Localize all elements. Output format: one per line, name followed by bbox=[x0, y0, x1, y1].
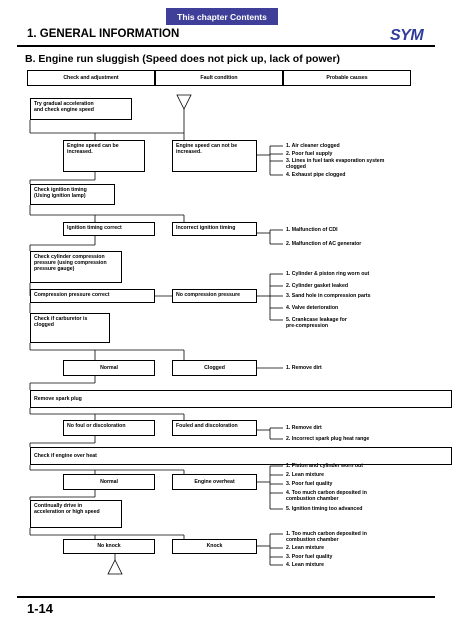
cause-item: 2. Lean mixture bbox=[286, 472, 325, 478]
remove-spark-plug-step: Remove spark plug bbox=[30, 390, 452, 408]
header-rule bbox=[17, 45, 435, 47]
cause-item: 3. Lines in fuel tank evaporation system… bbox=[286, 158, 385, 171]
cause-item: 4. Exhaust pipe clogged bbox=[286, 172, 346, 178]
cause-item: 1. Air cleaner clogged bbox=[286, 143, 340, 149]
cause-item: 2. Malfunction of AC generator bbox=[286, 241, 362, 247]
cause-item: 3. Sand hole in compression parts bbox=[286, 293, 371, 299]
ignition-incorrect-box: Incorrect ignition timing bbox=[172, 222, 257, 236]
normal-box-1: Normal bbox=[63, 360, 155, 376]
check-ignition-step: Check ignition timing (Using ignition la… bbox=[30, 184, 115, 205]
knock-box: Knock bbox=[172, 539, 257, 554]
compression-correct-box: Compression pressure correct bbox=[30, 289, 155, 303]
no-knock-box: No knock bbox=[63, 539, 155, 554]
cause-item: 3. Poor fuel quality bbox=[286, 554, 333, 560]
no-compression-box: No compression pressure bbox=[172, 289, 257, 303]
clogged-box: Clogged bbox=[172, 360, 257, 376]
cause-item: 2. Incorrect spark plug heat range bbox=[286, 436, 370, 442]
check-carburetor-step: Check if carburetor is clogged bbox=[30, 313, 110, 343]
column-check: Check and adjustment bbox=[27, 70, 155, 86]
normal-box-2: Normal bbox=[63, 474, 155, 490]
ignition-correct-box: Ignition timing correct bbox=[63, 222, 155, 236]
cause-item: 1. Cylinder & piston ring worn out bbox=[286, 271, 370, 277]
cause-item: 4. Lean mixture bbox=[286, 562, 325, 568]
check-compression-step: Check cylinder compression pressure (usi… bbox=[30, 251, 122, 283]
cause-item: 1. Remove dirt bbox=[286, 425, 322, 431]
cause-item: 1. Too much carbon deposited in combusti… bbox=[286, 531, 367, 544]
cause-item: 3. Poor fuel quality bbox=[286, 481, 333, 487]
fouled-box: Fouled and discoloration bbox=[172, 420, 257, 436]
continual-drive-step: Continually drive in acceleration or hig… bbox=[30, 500, 122, 528]
chapter-contents-link[interactable]: This chapter Contents bbox=[166, 8, 278, 25]
check-engine-heat-step: Check if engine over heat bbox=[30, 447, 452, 465]
chapter-title: 1. GENERAL INFORMATION bbox=[27, 28, 180, 40]
engine-overheat-box: Engine overheat bbox=[172, 474, 257, 490]
column-causes: Probable causes bbox=[283, 70, 411, 86]
page-number: 1-14 bbox=[27, 601, 54, 616]
section-title: B. Engine run sluggish (Speed does not p… bbox=[25, 53, 341, 65]
cause-item: 2. Poor fuel supply bbox=[286, 151, 333, 157]
column-fault: Fault condition bbox=[155, 70, 283, 86]
no-foul-box: No foul or discoloration bbox=[63, 420, 155, 436]
try-acceleration-step: Try gradual acceleration and check engin… bbox=[30, 98, 132, 120]
speed-not-increased-box: Engine speed can not be increased. bbox=[172, 140, 257, 172]
cause-item: 2. Lean mixture bbox=[286, 545, 325, 551]
speed-increased-box: Engine speed can be increased. bbox=[63, 140, 145, 172]
sym-logo: SYM bbox=[390, 27, 424, 44]
cause-item: 1. Piston and cylinder worn out bbox=[286, 463, 363, 469]
cause-item: 4. Too much carbon deposited in combusti… bbox=[286, 490, 367, 503]
cause-item: 4. Valve deterioration bbox=[286, 305, 339, 311]
footer-rule bbox=[17, 596, 435, 598]
cause-item: 1. Malfunction of CDI bbox=[286, 227, 338, 233]
cause-item: 2. Cylinder gasket leaked bbox=[286, 283, 348, 289]
cause-item: 1. Remove dirt bbox=[286, 365, 322, 371]
cause-item: 5. Ignition timing too advanced bbox=[286, 506, 363, 512]
cause-item: 5. Crankcase leakage for pre-compression bbox=[286, 317, 347, 330]
